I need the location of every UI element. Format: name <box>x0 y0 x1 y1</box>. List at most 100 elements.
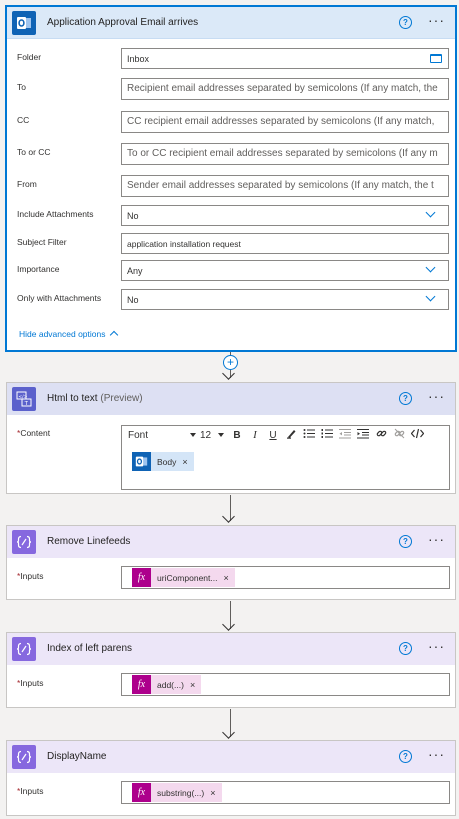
help-icon[interactable]: ? <box>399 642 412 655</box>
remove-token-icon[interactable]: × <box>189 679 196 690</box>
field-label: From <box>17 179 37 189</box>
field-to: To Recipient email addresses separated b… <box>17 78 449 100</box>
field-label: Importance <box>17 264 60 274</box>
caret-down-icon <box>190 433 196 437</box>
chevron-down-icon <box>425 291 436 302</box>
trigger-card-email-arrives: Application Approval Email arrives ? ···… <box>6 6 456 351</box>
help-icon[interactable]: ? <box>399 535 412 548</box>
folder-icon[interactable] <box>430 54 442 63</box>
cc-input[interactable]: CC recipient email addresses separated b… <box>121 111 449 133</box>
outlook-icon <box>132 452 151 471</box>
index-of-left-parens-header[interactable]: Index of left parens ? ··· <box>7 633 455 665</box>
remove-token-icon[interactable]: × <box>223 572 229 583</box>
increase-indent-icon[interactable] <box>354 428 372 442</box>
fx-icon: fx <box>132 783 151 802</box>
content-label: *Content <box>17 428 51 438</box>
field-label: CC <box>17 115 30 125</box>
remove-linefeeds-card: Remove Linefeeds ? ··· *Inputs fx uriCom… <box>6 525 456 600</box>
field-cc: CC CC recipient email addresses separate… <box>17 111 449 133</box>
step-title: DisplayName <box>47 751 107 762</box>
step-title: Remove Linefeeds <box>47 536 131 547</box>
field-label: To or CC <box>17 147 51 157</box>
field-to-or-cc: To or CC To or CC recipient email addres… <box>17 143 449 165</box>
expression-token[interactable]: fx uriComponent... × <box>132 568 235 587</box>
displayname-card: DisplayName ? ··· *Inputs fx substring(.… <box>6 740 456 816</box>
link-icon[interactable] <box>372 428 390 442</box>
content-rich-text-editor[interactable]: Font 12 B I U <box>121 425 450 490</box>
to-input[interactable]: Recipient email addresses separated by s… <box>121 78 449 100</box>
field-label: Include Attachments <box>17 209 94 219</box>
index-of-left-parens-card: Index of left parens ? ··· *Inputs fx ad… <box>6 632 456 708</box>
field-label: Only with Attachments <box>17 293 102 303</box>
italic-button[interactable]: I <box>253 429 257 441</box>
field-from: From Sender email addresses separated by… <box>17 175 449 197</box>
to-or-cc-input[interactable]: To or CC recipient email addresses separ… <box>121 143 449 165</box>
fx-icon: fx <box>132 568 151 587</box>
outlook-icon <box>12 11 36 35</box>
importance-dropdown[interactable]: Any <box>121 260 449 281</box>
field-importance: Importance Any <box>17 260 449 281</box>
unlink-icon[interactable] <box>390 428 408 442</box>
from-input[interactable]: Sender email addresses separated by semi… <box>121 175 449 197</box>
remove-token-icon[interactable]: × <box>182 456 188 467</box>
inputs-label: *Inputs <box>17 571 44 581</box>
underline-button[interactable]: U <box>269 429 277 441</box>
numbered-list-icon[interactable] <box>318 428 336 442</box>
step-title: Index of left parens <box>47 643 133 654</box>
html-to-text-header[interactable]: </>T Html to text (Preview) ? ··· <box>7 383 455 415</box>
field-include-attachments: Include Attachments No <box>17 205 449 226</box>
field-folder: Folder Inbox <box>17 48 449 69</box>
remove-token-icon[interactable]: × <box>210 787 216 798</box>
field-label: Folder <box>17 52 42 62</box>
body-token[interactable]: Body × <box>132 452 194 471</box>
html-to-text-title: Html to text (Preview) <box>47 393 143 404</box>
folder-input[interactable]: Inbox <box>121 48 449 69</box>
displayname-header[interactable]: DisplayName ? ··· <box>7 741 455 773</box>
bold-button[interactable]: B <box>233 429 241 441</box>
font-family-dropdown[interactable]: Font <box>122 430 200 441</box>
fx-icon: fx <box>132 675 151 694</box>
chevron-down-icon <box>425 262 436 273</box>
inputs-field[interactable]: fx uriComponent... × <box>121 566 450 589</box>
editor-toolbar: Font 12 B I U <box>122 426 449 444</box>
bulleted-list-icon[interactable] <box>300 428 318 442</box>
more-options-icon[interactable]: ··· <box>428 531 445 547</box>
trigger-card-header[interactable]: Application Approval Email arrives ? ··· <box>7 7 455 39</box>
decrease-indent-icon[interactable] <box>336 428 354 442</box>
connector-line <box>230 709 231 737</box>
insert-step-button[interactable]: + <box>223 355 238 370</box>
connector-line <box>230 601 231 629</box>
expression-token[interactable]: fx add(...) × <box>132 675 202 694</box>
highlight-icon[interactable] <box>282 428 300 442</box>
font-size-dropdown[interactable]: 12 <box>200 430 228 441</box>
more-options-icon[interactable]: ··· <box>428 638 445 654</box>
code-view-icon[interactable] <box>408 428 426 442</box>
compose-icon <box>12 745 36 769</box>
connector-arrow-icon <box>222 726 235 739</box>
compose-icon <box>12 637 36 661</box>
field-label: To <box>17 82 26 92</box>
connector-line <box>230 495 231 521</box>
chevron-up-icon <box>110 330 119 340</box>
trigger-title: Application Approval Email arrives <box>47 17 199 28</box>
more-options-icon[interactable]: ··· <box>428 388 445 404</box>
remove-linefeeds-header[interactable]: Remove Linefeeds ? ··· <box>7 526 455 558</box>
inputs-label: *Inputs <box>17 786 44 796</box>
html-to-text-icon: </>T <box>12 387 36 411</box>
field-subject-filter: Subject Filter application installation … <box>17 233 449 254</box>
more-options-icon[interactable]: ··· <box>428 12 445 28</box>
chevron-down-icon <box>425 207 436 218</box>
help-icon[interactable]: ? <box>399 750 412 763</box>
help-icon[interactable]: ? <box>399 16 412 29</box>
subject-filter-input[interactable]: application installation request <box>121 233 449 254</box>
include-attachments-dropdown[interactable]: No <box>121 205 449 226</box>
connector-arrow-icon <box>222 510 235 523</box>
only-with-attachments-dropdown[interactable]: No <box>121 289 449 310</box>
help-icon[interactable]: ? <box>399 392 412 405</box>
inputs-field[interactable]: fx add(...) × <box>121 673 450 696</box>
expression-token[interactable]: fx substring(...) × <box>132 783 222 802</box>
hide-advanced-options-link[interactable]: Hide advanced options <box>19 329 119 340</box>
inputs-field[interactable]: fx substring(...) × <box>121 781 450 804</box>
more-options-icon[interactable]: ··· <box>428 746 445 762</box>
field-label: Subject Filter <box>17 237 67 247</box>
